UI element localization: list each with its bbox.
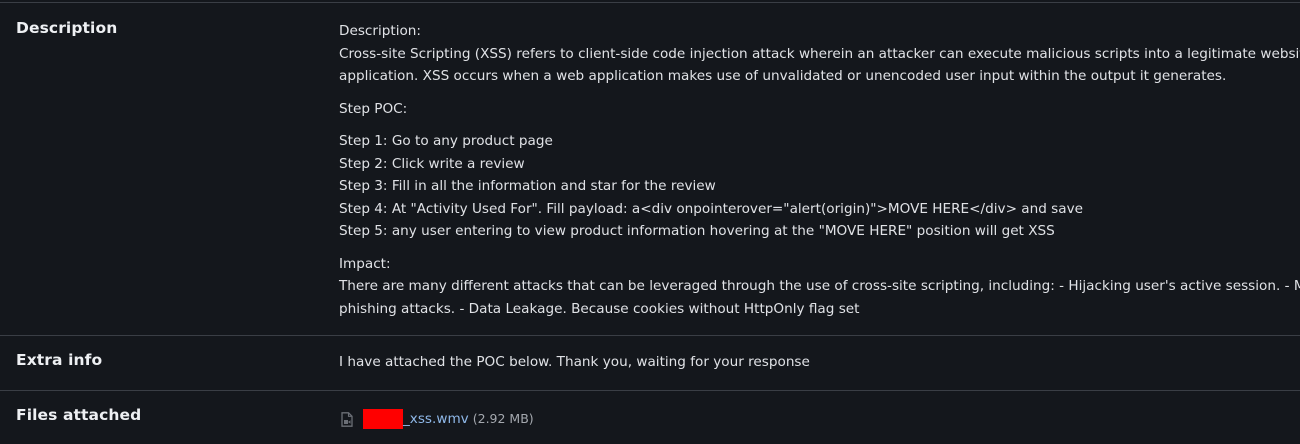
files-attached-row: Files attached _xss.wmv (2.92 MB)	[0, 391, 1300, 444]
step-item: Step 2: Click write a review	[339, 155, 525, 172]
steps-list: Step 1: Go to any product page Step 2: C…	[339, 130, 1290, 243]
impact-text-line: phishing attacks. - Data Leakage. Becaus…	[339, 300, 860, 317]
step-item: Step 3: Fill in all the information and …	[339, 178, 716, 194]
video-file-icon	[341, 411, 353, 427]
file-link[interactable]: _xss.wmv	[403, 410, 469, 427]
impact-text-line: There are many different attacks that ca…	[339, 278, 1300, 294]
description-text-line: application. XSS occurs when a web appli…	[339, 68, 1227, 84]
description-heading: Description:	[339, 23, 422, 39]
step-item: Step 5: any user entering to view produc…	[339, 223, 1055, 239]
divider	[0, 2, 1300, 3]
extra-info-text: I have attached the POC below. Thank you…	[339, 354, 810, 370]
file-item: _xss.wmv (2.92 MB)	[339, 408, 1290, 430]
step-poc-heading: Step POC:	[339, 100, 408, 117]
description-row: Description Description: Cross-site Scri…	[0, 3, 1300, 336]
step-item: Step 4: At "Activity Used For". Fill pay…	[339, 200, 1083, 217]
files-list: _xss.wmv (2.92 MB)	[339, 408, 1290, 430]
description-text-line: Cross-site Scripting (XSS) refers to cli…	[339, 45, 1300, 62]
impact-block: Impact: There are many different attacks…	[339, 253, 1300, 321]
files-attached-label: Files attached	[16, 406, 142, 424]
step-item: Step 1: Go to any product page	[339, 133, 553, 149]
description-content: Description: Cross-site Scripting (XSS) …	[339, 20, 1300, 330]
redacted-filename	[363, 409, 403, 429]
file-size: (2.92 MB)	[472, 410, 534, 426]
impact-heading: Impact:	[339, 255, 391, 272]
extra-info-label: Extra info	[16, 351, 103, 369]
extra-info-row: Extra info I have attached the POC below…	[0, 336, 1300, 391]
description-label: Description	[16, 19, 118, 37]
description-intro: Description: Cross-site Scripting (XSS) …	[339, 20, 1300, 88]
step-poc-heading-block: Step POC:	[339, 98, 1290, 121]
